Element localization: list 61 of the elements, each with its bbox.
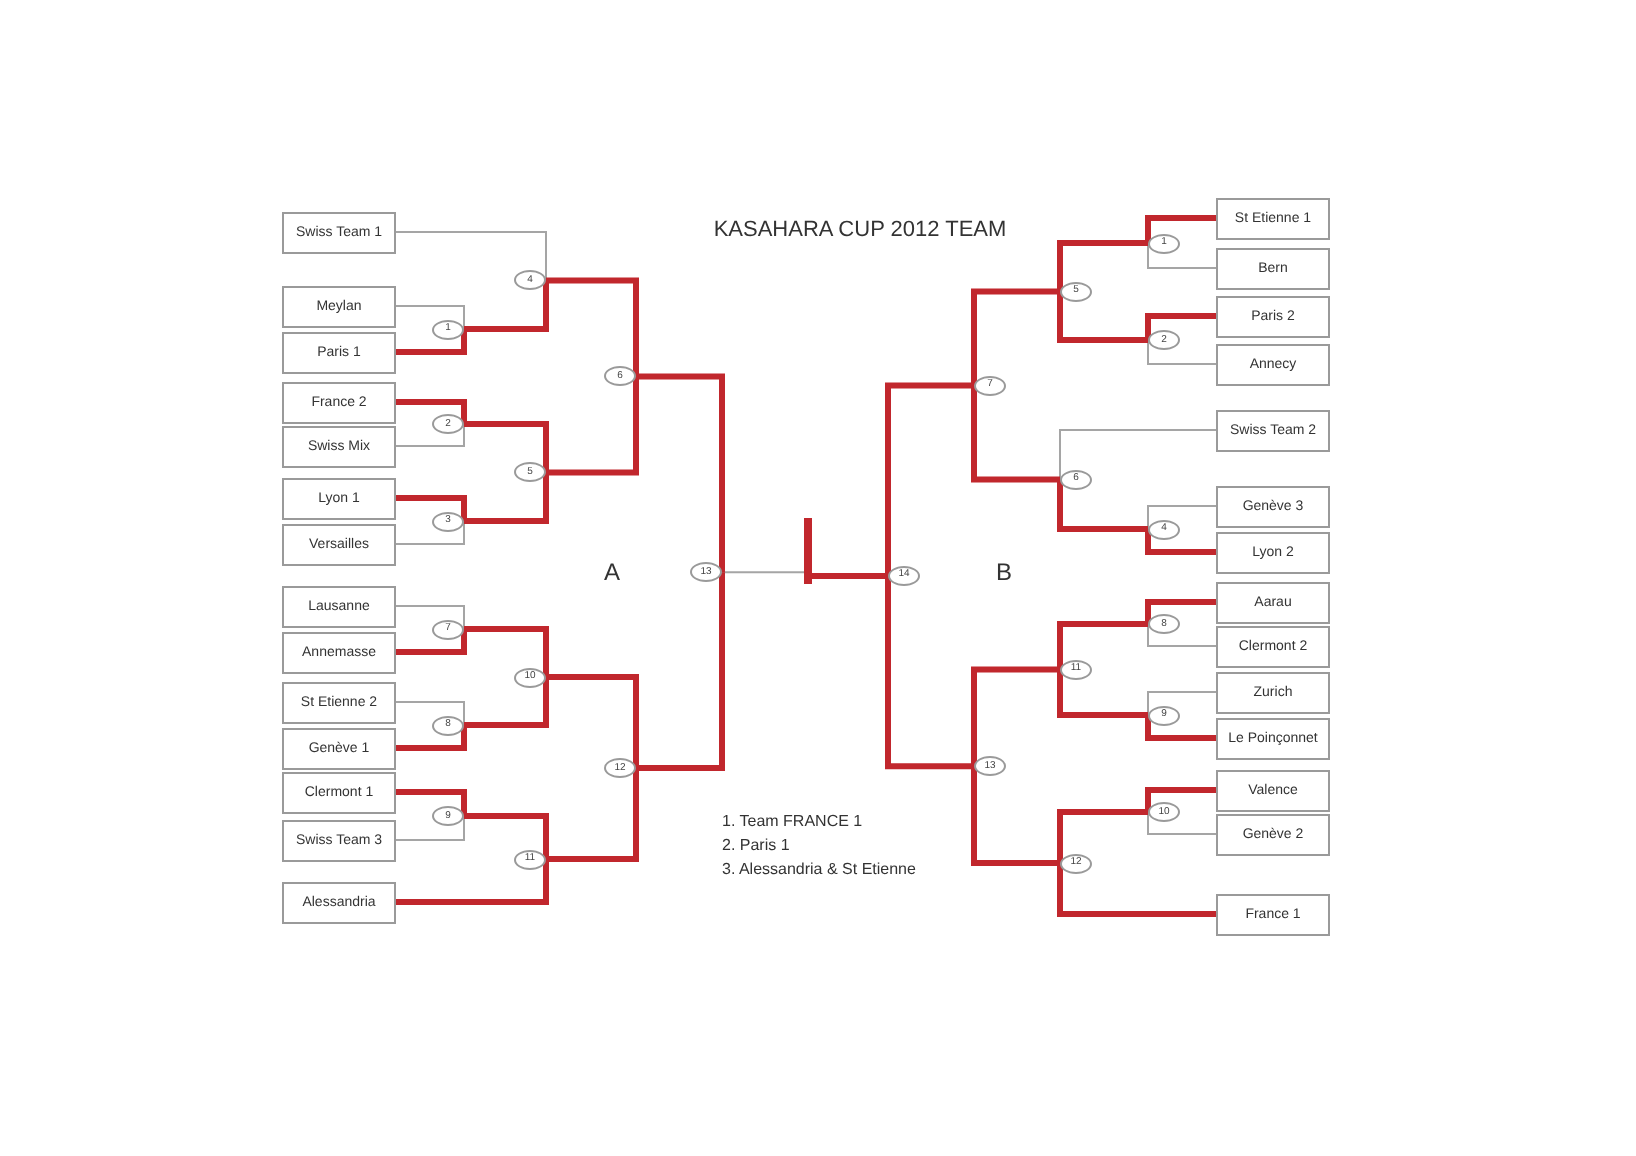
bracket-line	[1057, 863, 1216, 917]
bracket-line	[395, 305, 465, 330]
bracket-line	[395, 520, 465, 545]
title: KASAHARA CUP 2012 TEAM	[711, 218, 1009, 242]
bracket-line	[1147, 623, 1217, 647]
bracket-line	[1145, 787, 1216, 812]
bracket-line	[636, 373, 725, 573]
bracket-line	[812, 572, 888, 579]
bracket-line	[464, 813, 549, 859]
bracket-line	[1147, 242, 1217, 269]
bracket-line	[1057, 240, 1148, 292]
bracket-line	[1147, 691, 1217, 716]
bracket-line	[396, 495, 467, 521]
bracket-line	[1147, 811, 1217, 835]
bracket-line	[1147, 505, 1217, 530]
bracket-line	[396, 399, 467, 424]
bracket-line	[396, 725, 467, 751]
bracket-line	[546, 376, 639, 476]
bracket-line	[1145, 599, 1216, 624]
bracket-line	[1057, 809, 1148, 863]
bracket-line	[1145, 715, 1216, 741]
bracket-line	[1057, 621, 1148, 670]
ranking-note: 2. Paris 1	[722, 836, 790, 854]
bracket-line	[971, 385, 1060, 483]
bracket-line	[395, 605, 465, 630]
bracket-line	[1145, 313, 1216, 340]
bracket-line	[1145, 529, 1216, 555]
group-letter: A	[604, 558, 621, 586]
final-marker	[804, 518, 812, 584]
bracket-line	[971, 288, 1060, 386]
bracket-line	[396, 329, 467, 355]
bracket-line	[464, 421, 549, 473]
bracket-line	[885, 382, 974, 576]
bracket-line	[396, 789, 467, 816]
bracket-line	[464, 472, 549, 524]
bracket-line	[971, 766, 1060, 866]
bracket-line	[1059, 429, 1217, 481]
bracket-line	[395, 701, 465, 726]
bracket-line	[546, 674, 639, 768]
bracket-line	[395, 423, 465, 447]
bracket-line	[396, 859, 549, 905]
bracket-line	[721, 571, 805, 574]
group-letter: B	[996, 558, 1013, 586]
bracket-line	[395, 815, 465, 841]
bracket-line	[464, 677, 549, 728]
bracket-line	[546, 768, 639, 862]
bracket-line	[1057, 291, 1148, 343]
bracket-line	[395, 231, 547, 282]
bracket-line	[396, 629, 467, 655]
bracket-line	[1147, 339, 1217, 365]
ranking-note: 1. Team FRANCE 1	[722, 812, 863, 830]
bracket-line	[885, 575, 974, 770]
bracket-line	[1145, 215, 1216, 243]
bracket-line	[1057, 479, 1148, 532]
bracket-line	[464, 280, 549, 332]
bracket-line	[971, 666, 1060, 767]
bracket-line	[546, 277, 639, 377]
ranking-note: 3. Alessandria & St Etienne	[722, 860, 916, 878]
bracket-line	[464, 626, 549, 677]
bracket-line	[636, 572, 725, 771]
bracket-line	[1057, 669, 1148, 718]
